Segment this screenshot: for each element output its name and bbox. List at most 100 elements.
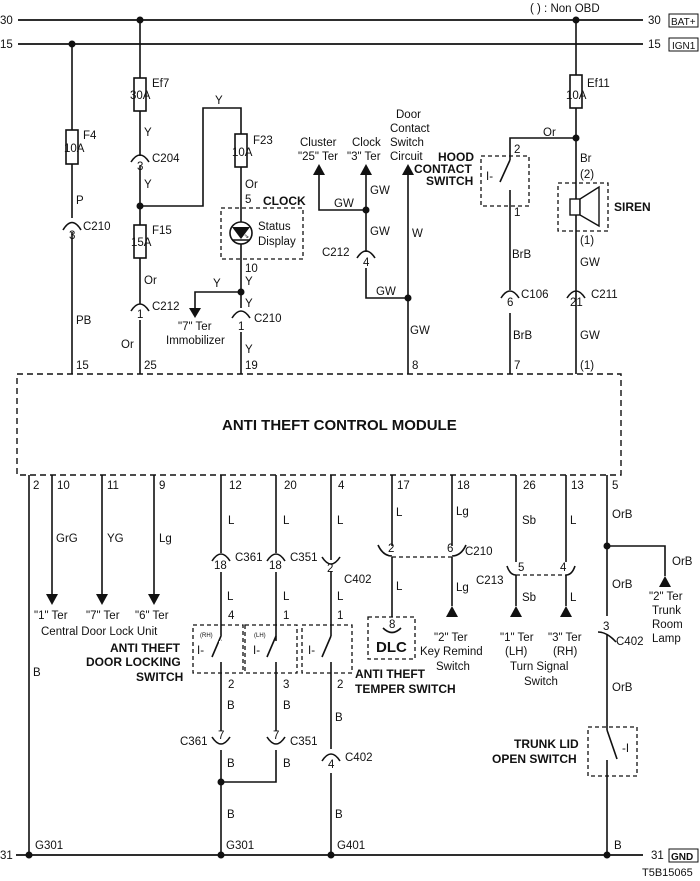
- fuse-f15-rating: 15A: [131, 237, 152, 249]
- wire-color-orb: OrB: [672, 556, 693, 568]
- module-pin: 7: [514, 360, 520, 372]
- wire-color-pb: PB: [76, 315, 92, 327]
- connector-name: C212: [152, 301, 180, 313]
- connector-pin: 21: [570, 297, 583, 309]
- wire-color-grg: GrG: [56, 533, 78, 545]
- wire-color-w: W: [412, 228, 423, 240]
- clock-box: [220, 207, 304, 260]
- connector-c211-21: [566, 290, 586, 299]
- rh-switch-box: [192, 624, 244, 674]
- door-contact-label-4: Circuit: [390, 151, 423, 163]
- connector-c402-2: [321, 556, 341, 565]
- circuit-pin2-ground: 2 B: [28, 475, 41, 855]
- connector-pin: 1: [238, 321, 244, 333]
- wire-color-brb: BrB: [512, 249, 532, 261]
- connector-name: C212: [322, 247, 350, 259]
- module-pin: 12: [229, 480, 242, 492]
- module-pin: 11: [107, 480, 119, 492]
- lh-pin-out: 3: [283, 679, 289, 691]
- lh-label: (LH): [254, 633, 266, 639]
- connector-name: C402: [345, 752, 373, 764]
- wire-color-orb: OrB: [612, 682, 633, 694]
- turn-lh-label-2: (LH): [505, 646, 528, 658]
- connector-name: C351: [290, 552, 318, 564]
- connector-name: C204: [152, 153, 180, 165]
- clock-line2: Display: [258, 236, 296, 248]
- temper-label-1: ANTI THEFT: [355, 667, 426, 681]
- rail-15-right-label: 15: [648, 39, 661, 51]
- key-remind-label-1: "2" Ter: [434, 632, 468, 644]
- trunk-lamp-label-2: Trunk: [652, 605, 681, 617]
- lh-pin-in: 1: [283, 610, 289, 622]
- hood-switch-box: [480, 155, 530, 207]
- wire-color-gw: GW: [580, 330, 600, 342]
- wire-color-y: Y: [245, 344, 253, 356]
- connector-c351-18: [266, 553, 286, 562]
- module-pin: 8: [412, 360, 418, 372]
- rail-30-right-label: 30: [648, 15, 661, 27]
- rail-15-ign: 15 15 IGN1: [0, 37, 699, 52]
- module-pin: 13: [571, 480, 584, 492]
- speaker-icon: [569, 185, 600, 228]
- wire-color-l: L: [283, 591, 290, 603]
- connector-name: C211: [591, 289, 618, 301]
- module-pin: 18: [457, 480, 470, 492]
- hood-contact-switch: HOOD CONTACT SWITCH Or 2 I- 1 BrB 6 C106…: [414, 127, 576, 374]
- connector-pin: 2: [327, 563, 333, 575]
- immobilizer-label-2: Immobilizer: [166, 335, 225, 347]
- cdl-unit-label: Central Door Lock Unit: [41, 626, 158, 638]
- wire-color-l: L: [570, 592, 577, 604]
- connector-c204-3: [130, 154, 150, 163]
- ground-g401: G401: [337, 840, 365, 852]
- wire-color-or: Or: [245, 179, 258, 191]
- connector-c212-4: [356, 250, 376, 259]
- hood-label-3: SWITCH: [426, 174, 473, 188]
- wire-color-or: Or: [543, 127, 556, 139]
- status-display-lamp-icon: ⇘: [229, 221, 253, 245]
- wire-color-or: Or: [121, 339, 134, 351]
- connector-name: C402: [344, 574, 372, 586]
- connector-pin: 4: [560, 562, 567, 574]
- cluster-label-2: "25" Ter: [298, 151, 338, 163]
- wire-color-lg: Lg: [456, 506, 469, 518]
- door-lock-sw-label-2: DOOR LOCKING: [86, 655, 181, 669]
- gnd-tag: GND: [671, 852, 693, 863]
- fuse-f4-rating: 10A: [64, 143, 85, 155]
- wire-color-b: B: [227, 700, 235, 712]
- module-pin: 25: [144, 360, 157, 372]
- clock-pin-out: 10: [245, 263, 258, 275]
- door-contact-arrow-icon: [402, 164, 414, 175]
- fuse-ef7-name: Ef7: [152, 78, 169, 90]
- rh-label: (RH): [200, 633, 213, 639]
- hood-pin-out: 1: [514, 207, 520, 219]
- module-pin: 2: [33, 480, 39, 492]
- clock3-arrow-icon: [360, 164, 372, 175]
- siren-pin-in: (2): [580, 169, 594, 181]
- switch-actuator-icon: -I: [622, 743, 629, 755]
- connector-name: C106: [521, 289, 549, 301]
- connector-pin: 2: [388, 543, 394, 555]
- siren-box: [557, 182, 609, 232]
- siren-pin-out: (1): [580, 235, 594, 247]
- wire-color-brb: BrB: [513, 330, 533, 342]
- immobilizer-arrow-icon: [189, 308, 201, 318]
- rail-30-bat: 30 30 BAT+: [0, 13, 699, 28]
- lh-switch-box: [244, 624, 298, 674]
- wire-color-sb: Sb: [522, 592, 536, 604]
- wire-color-lg: Lg: [159, 533, 172, 545]
- ign-tag-box: [668, 37, 699, 52]
- module-pin: (1): [580, 360, 594, 372]
- connector-dlc-8: [382, 627, 402, 634]
- connector-c212-1: [130, 303, 150, 312]
- cdl-ter-7: "7" Ter: [86, 610, 120, 622]
- rail-31-right-label: 31: [651, 850, 664, 862]
- wire-color-lg: Lg: [456, 582, 469, 594]
- trunk-lamp-label-4: Lamp: [652, 633, 681, 645]
- connector-c210-6: [451, 544, 467, 557]
- ign-tag: IGN1: [672, 41, 696, 52]
- trunk-lamp-arrow-icon: [659, 576, 671, 587]
- module-pin: 26: [523, 480, 536, 492]
- anti-theft-control-module: [16, 373, 622, 476]
- clock3-label-1: Clock: [352, 137, 381, 149]
- circuit-central-door-lock: 10 GrG 11 YG 9 Lg "1" Ter "7" Ter "6" Te…: [34, 475, 172, 638]
